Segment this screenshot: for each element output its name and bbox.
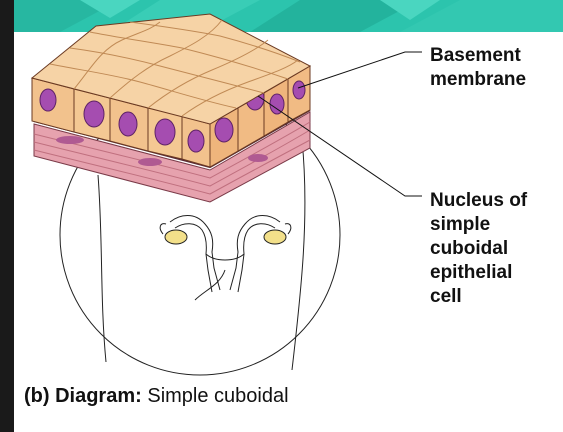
uterine-tract-sketch	[170, 216, 280, 301]
nucleus-label-line5: cell	[430, 285, 560, 309]
caption-text: Simple cuboidal	[147, 385, 288, 407]
torso-right-outline	[292, 140, 305, 370]
basement-label-line2: membrane	[430, 68, 560, 92]
nucleus-label: Nucleus of simple cuboidal epithelial ce…	[430, 189, 560, 309]
figure-caption: (b) Diagram: Simple cuboidal	[24, 385, 289, 408]
nucleus-label-line1: Nucleus of	[430, 189, 560, 213]
nucleus-label-line4: epithelial	[430, 261, 560, 285]
nucleus-label-line3: cuboidal	[430, 237, 560, 261]
basement-label-line1: Basement	[430, 44, 560, 68]
basement-leader-line	[298, 52, 422, 88]
nucleus-label-line2: simple	[430, 213, 560, 237]
caption-prefix: (b) Diagram:	[24, 385, 142, 407]
basement-membrane-label: Basement membrane	[430, 44, 560, 92]
left-ovary	[165, 230, 187, 244]
torso-left-outline	[98, 175, 106, 362]
right-ovary	[264, 230, 286, 244]
